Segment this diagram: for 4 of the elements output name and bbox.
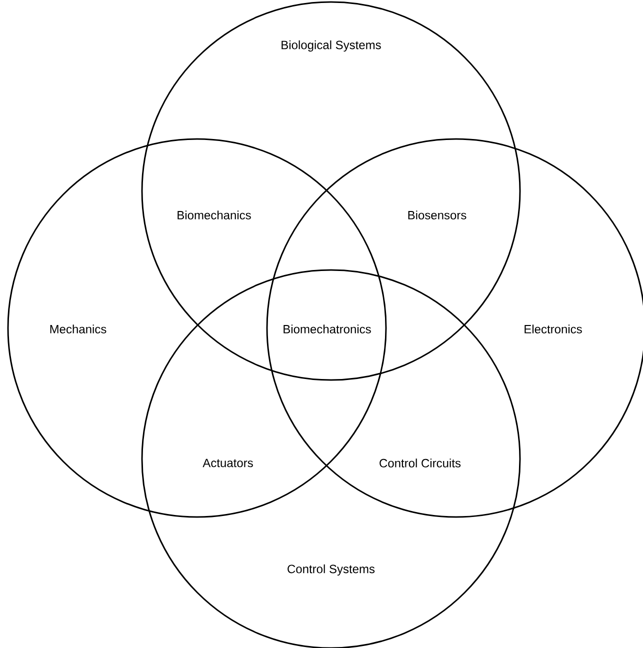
region-label: Biomechanics xyxy=(176,210,252,220)
region-label: Biosensors xyxy=(406,210,468,220)
region-label: Actuators xyxy=(202,458,254,468)
region-label: Biomechatronics xyxy=(282,324,372,334)
